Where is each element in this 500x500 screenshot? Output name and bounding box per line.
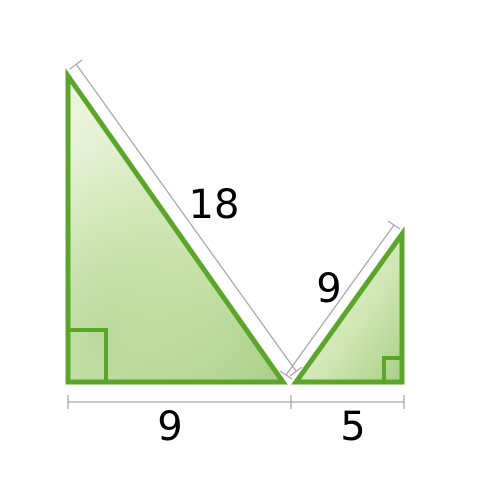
small-right-angle-marker xyxy=(382,356,402,382)
small-hypotenuse-dimension xyxy=(279,220,401,380)
large-triangle-outline xyxy=(65,68,288,385)
small-triangle xyxy=(291,226,405,385)
small-triangle-outline xyxy=(291,226,405,385)
large-triangle xyxy=(65,68,288,385)
large-hypotenuse-dimension xyxy=(69,59,303,377)
large-base-label: 9 xyxy=(157,404,182,450)
base-dimension xyxy=(67,395,405,409)
small-hypotenuse-label: 9 xyxy=(316,266,341,312)
small-base-label: 5 xyxy=(340,404,365,450)
large-right-angle-marker xyxy=(68,328,108,382)
large-hypotenuse-label: 18 xyxy=(189,182,240,228)
